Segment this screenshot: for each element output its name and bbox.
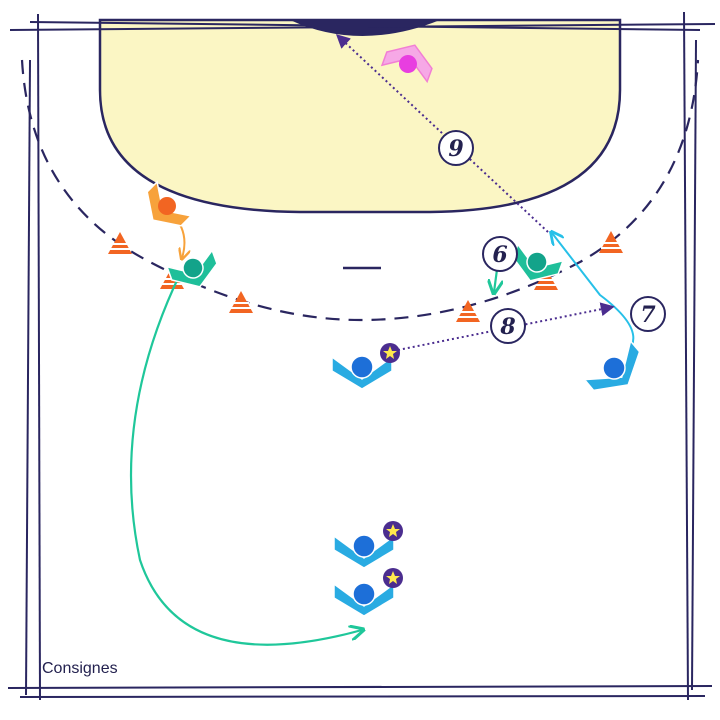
svg-text:8: 8 xyxy=(499,314,515,340)
goal xyxy=(290,20,440,36)
ball-star-icon xyxy=(383,568,403,588)
cone xyxy=(534,268,558,290)
run-path-cyan xyxy=(552,233,635,346)
svg-text:6: 6 xyxy=(492,242,507,268)
attacker-right-wing xyxy=(583,339,641,392)
attacker-queue-2 xyxy=(333,568,403,617)
step-marker-9: 9 xyxy=(438,130,474,166)
goal-area xyxy=(98,18,622,214)
run-path-teal xyxy=(129,273,362,646)
attacker-with-ball-top xyxy=(331,343,400,390)
free-throw-line xyxy=(20,59,700,322)
caption-label: Consignes xyxy=(42,660,118,677)
cone xyxy=(456,300,480,322)
step-marker-8: 8 xyxy=(490,308,526,344)
cone xyxy=(599,231,623,253)
court-outline xyxy=(7,11,716,701)
step-marker-6: 6 xyxy=(482,236,518,272)
svg-text:9: 9 xyxy=(448,136,463,162)
attacker-queue-1 xyxy=(333,521,403,569)
defender-orange xyxy=(146,180,193,227)
cones xyxy=(108,231,623,322)
pass-line-8 xyxy=(397,302,615,351)
defender-teal-left xyxy=(165,248,218,288)
step-marker-7: 7 xyxy=(630,296,666,332)
svg-text:7: 7 xyxy=(640,302,656,328)
goalkeeper-pink xyxy=(380,44,433,84)
ball-star-icon xyxy=(380,343,400,363)
cone xyxy=(108,232,132,254)
ball-star-icon xyxy=(383,521,403,541)
cone xyxy=(229,291,253,313)
